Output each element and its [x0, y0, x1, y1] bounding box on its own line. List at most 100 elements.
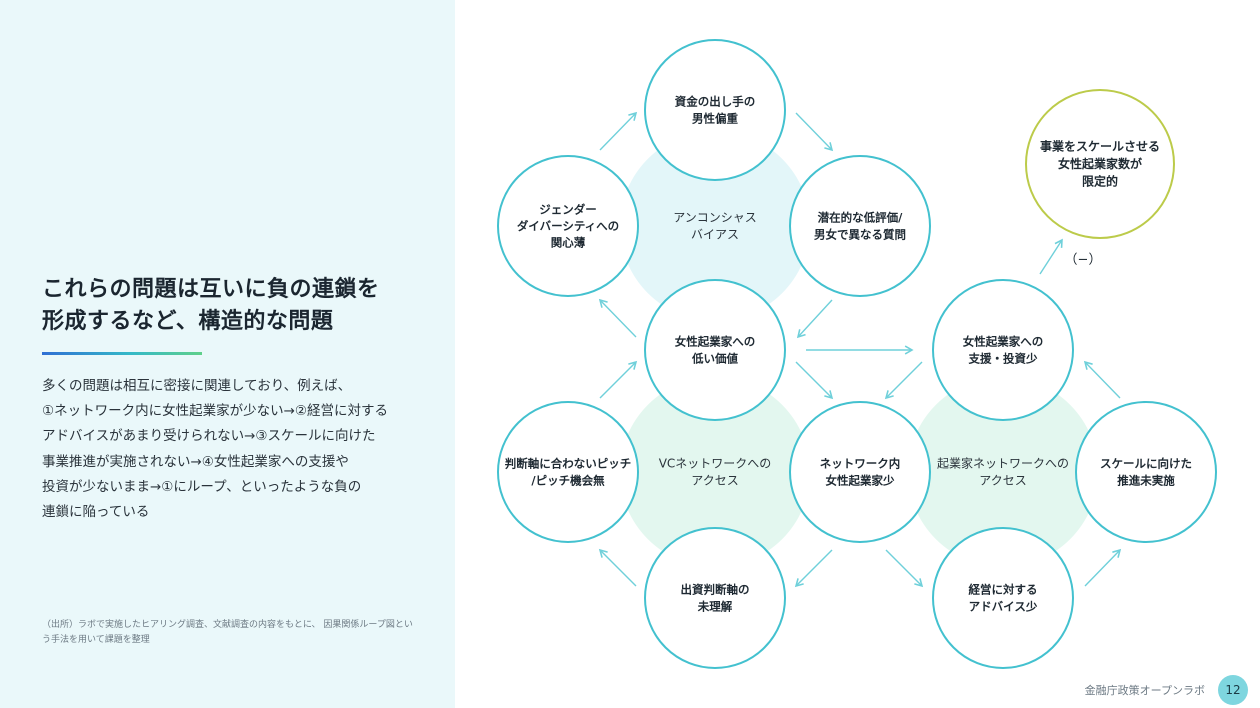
node-potential-undervaluation: 潜在的な低評価/男女で異なる質問 [789, 155, 931, 297]
body-line: アドバイスがあまり受けられない→③スケールに向けた [42, 428, 376, 445]
hub-label-entrepreneur-network-access-line: 起業家ネットワークへの [937, 455, 1069, 470]
heading-line-1: これらの問題は互いに負の連鎖を [42, 277, 380, 302]
body-line: ①ネットワーク内に女性起業家が少ない→②経営に対する [42, 403, 389, 420]
outcome-circle [1025, 89, 1175, 239]
node-low-support-investment: 女性起業家への支援・投資少 [932, 279, 1074, 421]
body-line: 多くの問題は相互に密接に関連しており、例えば、 [42, 378, 352, 394]
node-circle [932, 279, 1074, 421]
node-label-few-women-in-network-line: ネットワーク内 [820, 457, 901, 471]
node-low-interest-diversity: ジェンダーダイバーシティへの関心薄 [497, 155, 639, 297]
node-label-investor-gender-bias-line: 資金の出し手の [675, 95, 756, 109]
node-label-potential-undervaluation: 潜在的な低評価/男女で異なる質問 [814, 211, 906, 242]
hub-entrepreneur-network-access [908, 377, 1098, 567]
body-line: 投資が少ないまま→①にループ、といったような負の [42, 478, 362, 495]
hub-label-vc-network-access-line: アクセス [691, 474, 738, 488]
node-label-investor-criteria-misunderstanding-line: 出資判断軸の [681, 583, 750, 597]
causal-arrow [598, 548, 637, 587]
node-pitch-mismatch: 判断軸に合わないピッチ/ピッチ機会無 [497, 401, 639, 543]
node-investor-criteria-misunderstanding: 出資判断軸の未理解 [644, 527, 786, 669]
heading-line-2: 形成するなど、構造的な問題 [42, 309, 334, 334]
node-label-low-value-women-founders: 女性起業家への低い価値 [675, 335, 756, 366]
footer-organization: 金融庁政策オープンラボ [1084, 684, 1205, 697]
node-circle [644, 527, 786, 669]
node-label-few-women-in-network: ネットワーク内女性起業家少 [820, 457, 901, 488]
body-line: 連鎖に陥っている [42, 504, 150, 521]
node-label-pitch-mismatch: 判断軸に合わないピッチ/ピッチ機会無 [505, 457, 632, 488]
node-label-pitch-mismatch-line: /ピッチ機会無 [531, 473, 605, 487]
node-circle [932, 527, 1074, 669]
hub-label-entrepreneur-network-access-line: アクセス [979, 474, 1026, 488]
causal-arrow [599, 111, 638, 151]
node-label-potential-undervaluation-line: 潜在的な低評価/ [818, 211, 903, 225]
causal-arrow [599, 360, 638, 399]
node-label-low-interest-diversity: ジェンダーダイバーシティへの関心薄 [517, 202, 619, 249]
causal-arrow [796, 299, 833, 339]
source-line: （出所）ラボで実施したヒアリング調査、文献調査の内容をもとに、 因果関係ループ図… [42, 620, 413, 630]
causal-arrow [795, 112, 834, 152]
node-label-potential-undervaluation-line: 男女で異なる質問 [814, 227, 906, 241]
body-paragraph: 多くの問題は相互に密接に関連しており、例えば、 ①ネットワーク内に女性起業家が少… [42, 374, 442, 525]
node-label-low-support-investment-line: 女性起業家への [963, 335, 1044, 349]
node-low-value-women-founders: 女性起業家への低い価値 [644, 279, 786, 421]
body-line: 事業推進が実施されない→④女性起業家への支援や [42, 453, 349, 470]
node-label-little-management-advice-line: アドバイス少 [969, 599, 1038, 613]
node-label-low-interest-diversity-line: ダイバーシティへの [517, 219, 619, 233]
left-panel: これらの問題は互いに負の連鎖を 形成するなど、構造的な問題 多くの問題は相互に密… [0, 0, 455, 708]
node-circle [1075, 401, 1217, 543]
hub-vc-network-access [620, 377, 810, 567]
node-circle [644, 39, 786, 181]
slide-heading: これらの問題は互いに負の連鎖を 形成するなど、構造的な問題 [42, 274, 432, 338]
node-label-low-support-investment: 女性起業家への支援・投資少 [963, 335, 1044, 366]
hub-label-unconscious-bias-line: バイアス [691, 228, 739, 242]
node-circle [789, 401, 931, 543]
node-label-little-management-advice-line: 経営に対する [969, 583, 1038, 597]
negative-polarity-label: （−） [1065, 253, 1102, 268]
node-limited-scaling-founders: 事業をスケールさせる女性起業家数が限定的 [1025, 89, 1175, 239]
causal-arrow [885, 549, 924, 588]
node-label-low-interest-diversity-line: ジェンダー [539, 202, 597, 216]
hub-label-unconscious-bias-line: アンコンシャス [673, 210, 757, 224]
outcome-label-line: 限定的 [1082, 173, 1118, 188]
heading-underline [42, 352, 202, 355]
node-label-low-interest-diversity-line: 関心薄 [551, 236, 586, 250]
causal-arrow [598, 298, 637, 338]
node-label-low-value-women-founders-line: 低い価値 [691, 351, 738, 365]
hub-circle [908, 377, 1098, 567]
node-circle [497, 155, 639, 297]
hub-circle [620, 131, 810, 321]
hub-circle [620, 377, 810, 567]
hub-label-vc-network-access-line: VCネットワークへの [659, 456, 772, 470]
node-label-investor-criteria-misunderstanding-line: 未理解 [697, 599, 733, 613]
node-label-investor-gender-bias: 資金の出し手の男性偏重 [675, 95, 756, 126]
source-note: （出所）ラボで実施したヒアリング調査、文献調査の内容をもとに、 因果関係ループ図… [42, 618, 413, 648]
node-label-little-management-advice: 経営に対するアドバイス少 [969, 583, 1038, 614]
node-few-women-in-network: ネットワーク内女性起業家少 [789, 401, 931, 543]
node-label-no-scale-push-line: 推進未実施 [1117, 473, 1175, 487]
node-label-no-scale-push-line: スケールに向けた [1100, 457, 1192, 471]
node-circle [497, 401, 639, 543]
node-investor-gender-bias: 資金の出し手の男性偏重 [644, 39, 786, 181]
source-line: う手法を用いて課題を整理 [42, 635, 150, 645]
hub-label-unconscious-bias: アンコンシャスバイアス [673, 210, 757, 241]
node-label-low-value-women-founders-line: 女性起業家への [675, 335, 756, 349]
hub-unconscious-bias [620, 131, 810, 321]
causal-arrow [794, 549, 833, 588]
node-circle [789, 155, 931, 297]
node-label-investor-gender-bias-line: 男性偏重 [692, 111, 738, 125]
causal-arrow [1083, 360, 1121, 399]
node-label-no-scale-push: スケールに向けた推進未実施 [1100, 457, 1192, 488]
node-label-few-women-in-network-line: 女性起業家少 [826, 473, 895, 487]
node-little-management-advice: 経営に対するアドバイス少 [932, 527, 1074, 669]
node-label-investor-criteria-misunderstanding: 出資判断軸の未理解 [681, 583, 750, 614]
outcome-label: 事業をスケールさせる女性起業家数が限定的 [1040, 139, 1160, 189]
node-circle [644, 279, 786, 421]
node-no-scale-push: スケールに向けた推進未実施 [1075, 401, 1217, 543]
outcome-label-line: 女性起業家数が [1058, 156, 1142, 171]
node-label-low-support-investment-line: 支援・投資少 [968, 351, 1038, 365]
hub-label-entrepreneur-network-access: 起業家ネットワークへのアクセス [937, 455, 1069, 487]
causal-arrow [884, 361, 923, 400]
node-label-pitch-mismatch-line: 判断軸に合わないピッチ [505, 457, 632, 471]
page-number-badge: 12 [1218, 675, 1248, 705]
causal-arrow [1039, 238, 1063, 275]
